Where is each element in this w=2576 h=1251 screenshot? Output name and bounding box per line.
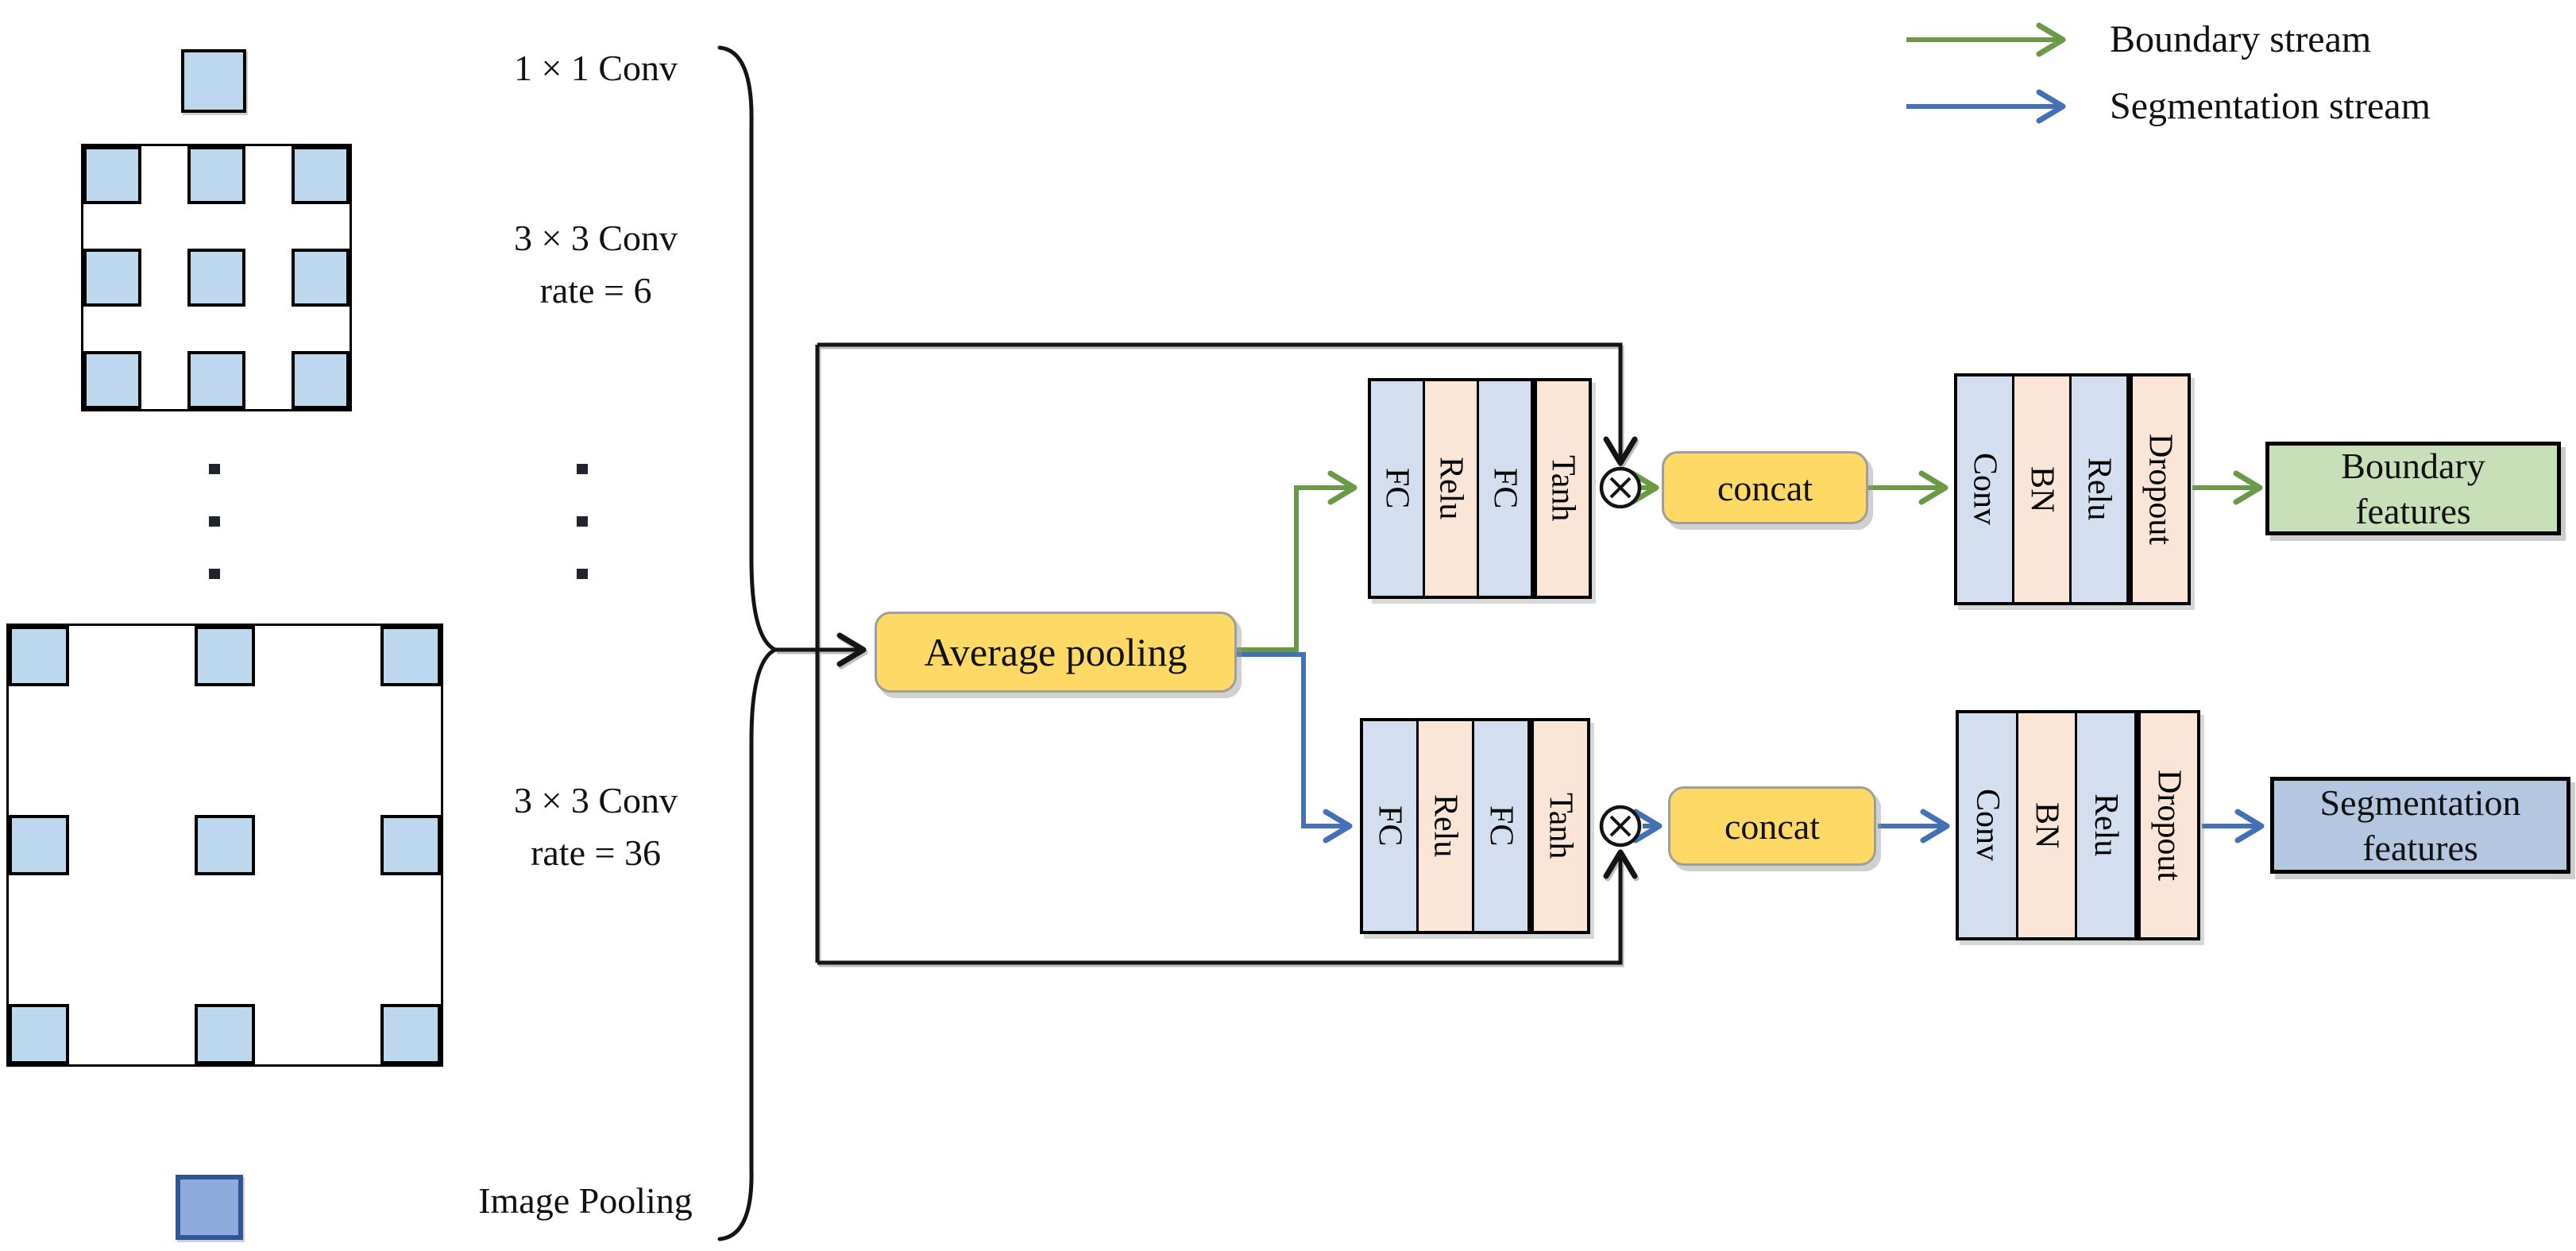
segmentation-stream-elbow bbox=[1237, 652, 1353, 844]
grid-cell bbox=[195, 626, 255, 686]
multiply-icon-boundary bbox=[1599, 466, 1642, 509]
branch-label-conv3x3-rate6: 3 × 3 Conv bbox=[513, 218, 678, 258]
ellipsis-dot bbox=[209, 516, 220, 527]
conv3x3-rate36-kernel-grid bbox=[6, 624, 443, 1067]
layer-fc: FC bbox=[1477, 381, 1531, 596]
grid-cell bbox=[195, 1004, 255, 1064]
grid-cell bbox=[83, 249, 141, 307]
grid-cell bbox=[9, 1004, 69, 1064]
branch-rate6-label: rate = 6 bbox=[539, 270, 652, 311]
concat-box-boundary: concat bbox=[1662, 451, 1868, 524]
ellipsis-dot bbox=[577, 516, 588, 527]
layer-fc: FC bbox=[1371, 381, 1423, 596]
layer-fc: FC bbox=[1363, 721, 1416, 931]
fc-block-segmentation: FC Relu FC Tanh bbox=[1360, 718, 1590, 934]
segmentation-features-label: Segmentation features bbox=[2319, 782, 2521, 869]
layer-relu: Relu bbox=[2069, 376, 2126, 602]
boundary-features-label: Boundary features bbox=[2341, 445, 2485, 532]
legend-segmentation-label: Segmentation stream bbox=[2110, 85, 2431, 127]
layer-relu: Relu bbox=[1423, 381, 1477, 596]
grid-cell bbox=[292, 249, 350, 307]
grid-cell bbox=[292, 351, 350, 409]
layer-conv: Conv bbox=[1957, 376, 2012, 602]
layer-dropout: Dropout bbox=[2126, 376, 2188, 602]
conv-block-boundary: Conv BN Relu Dropout bbox=[1954, 373, 2191, 605]
layer-dropout: Dropout bbox=[2134, 713, 2197, 937]
boundary-features-box: Boundary features bbox=[2265, 442, 2561, 535]
grid-cell bbox=[380, 815, 441, 875]
layer-fc: FC bbox=[1472, 721, 1527, 931]
grid-cell bbox=[187, 249, 245, 307]
fc-block-boundary: FC Relu FC Tanh bbox=[1368, 378, 1592, 599]
ellipsis-dot bbox=[209, 569, 220, 579]
layer-bn: BN bbox=[2012, 376, 2069, 602]
ellipsis-dot bbox=[577, 569, 588, 579]
layer-bn: BN bbox=[2015, 713, 2075, 937]
layer-conv: Conv bbox=[1959, 713, 2016, 937]
grid-cell bbox=[9, 815, 69, 875]
legend-boundary-label: Boundary stream bbox=[2110, 18, 2372, 60]
average-pooling-label: Average pooling bbox=[924, 630, 1188, 674]
grid-cell bbox=[292, 146, 350, 204]
layer-relu: Relu bbox=[2075, 713, 2134, 937]
concat-box-segmentation: concat bbox=[1668, 786, 1876, 866]
branch-label-conv1x1: 1 × 1 Conv bbox=[513, 48, 678, 88]
concat-label: concat bbox=[1717, 467, 1813, 508]
multiply-icon-segmentation bbox=[1599, 805, 1642, 848]
conv3x3-rate6-kernel-grid bbox=[81, 144, 352, 411]
branch-label-image-pooling: Image Pooling bbox=[478, 1180, 693, 1221]
grid-cell bbox=[9, 626, 69, 686]
layer-tanh: Tanh bbox=[1531, 381, 1589, 596]
ellipsis-dot bbox=[209, 464, 220, 474]
segmentation-features-box: Segmentation features bbox=[2270, 777, 2570, 874]
layer-relu: Relu bbox=[1416, 721, 1472, 931]
conv1x1-kernel-square bbox=[181, 49, 246, 113]
grid-cell bbox=[187, 351, 245, 409]
average-pooling-box: Average pooling bbox=[875, 612, 1237, 693]
grid-cell bbox=[83, 351, 141, 409]
grid-cell bbox=[380, 626, 441, 686]
grid-cell bbox=[195, 815, 255, 875]
grid-cell bbox=[83, 146, 141, 204]
grid-cell bbox=[187, 146, 245, 204]
ellipsis-dot bbox=[577, 464, 588, 474]
boundary-stream-elbow bbox=[1237, 470, 1358, 652]
conv-block-segmentation: Conv BN Relu Dropout bbox=[1956, 710, 2200, 940]
branch-label-conv3x3-rate36: 3 × 3 Conv bbox=[513, 780, 678, 820]
layer-tanh: Tanh bbox=[1527, 721, 1587, 931]
branch-rate36-label: rate = 36 bbox=[531, 832, 661, 873]
image-pooling-square bbox=[176, 1175, 243, 1240]
grid-cell bbox=[380, 1004, 441, 1064]
concat-label: concat bbox=[1724, 805, 1821, 847]
